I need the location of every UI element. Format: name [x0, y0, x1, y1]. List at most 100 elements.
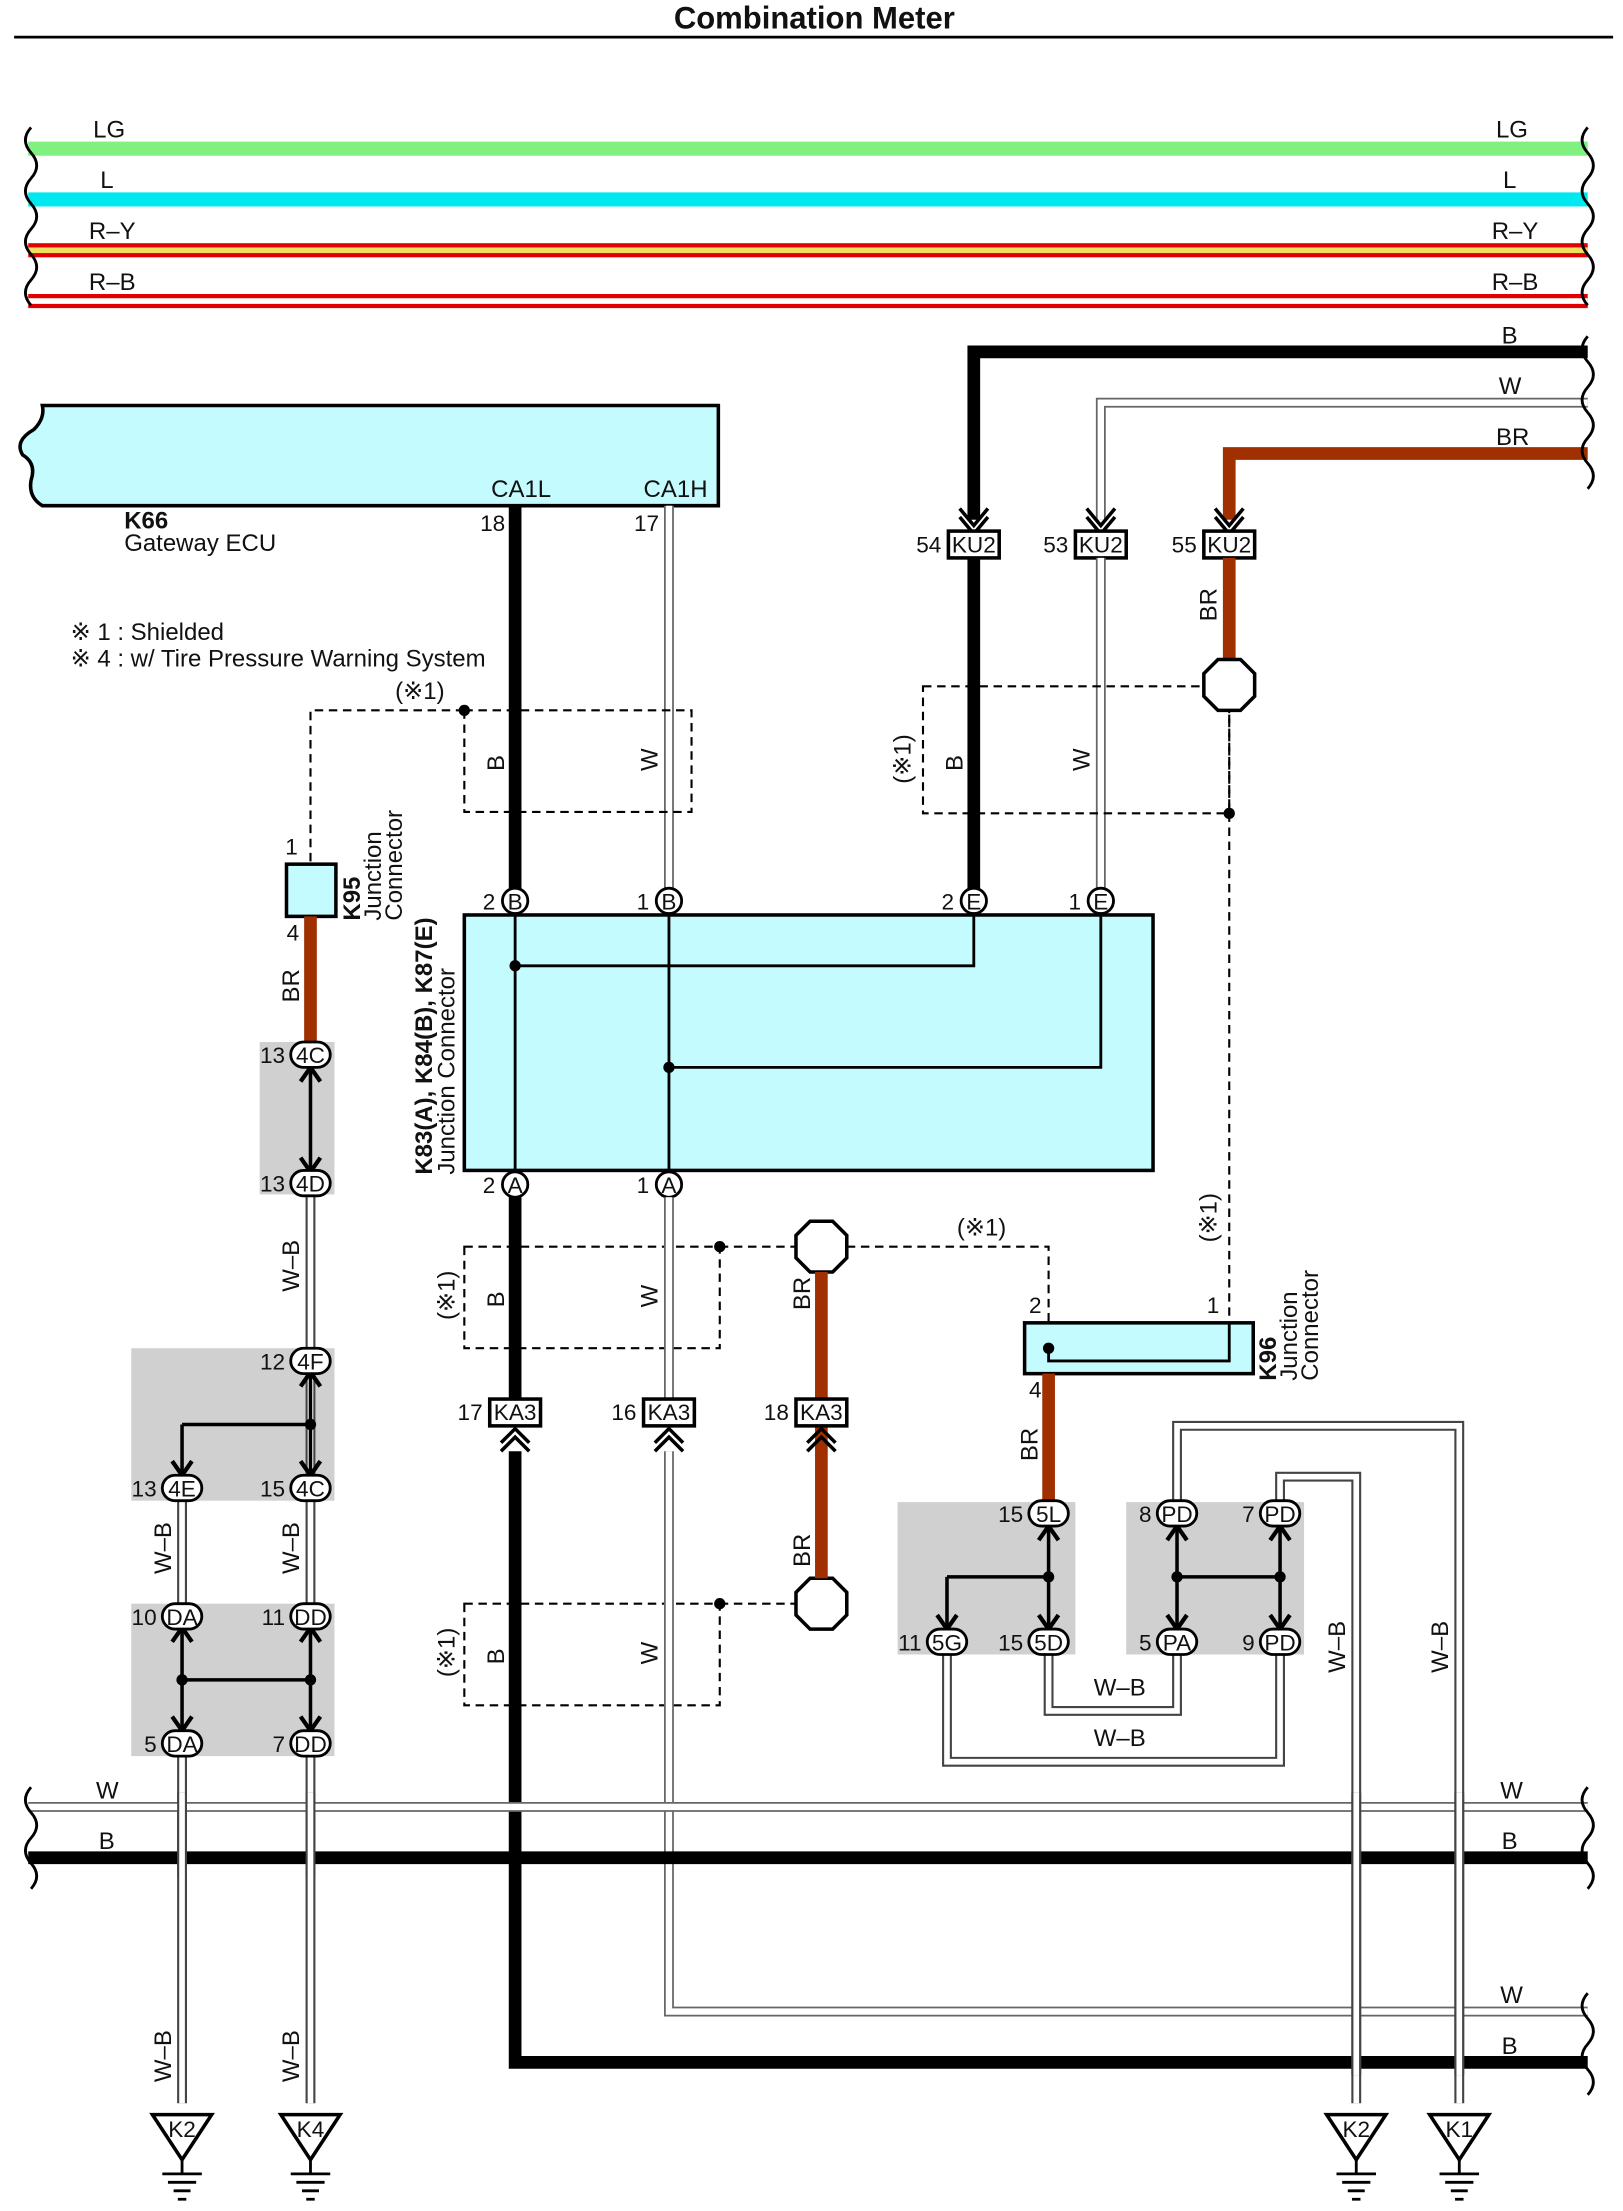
shield-box-3 — [463, 1245, 721, 1350]
wire-label-br-right: BR — [1496, 424, 1529, 451]
junction-pin-e2: E — [966, 889, 981, 914]
junction-name: Junction Connector — [433, 968, 460, 1175]
k95-name1: Junction — [360, 831, 387, 920]
k95-pin1: 1 — [285, 834, 298, 859]
shield4-label-w: W — [637, 1641, 664, 1664]
svg-text:15: 15 — [998, 1630, 1023, 1655]
splice-da-5: DA — [166, 1732, 198, 1757]
left-splices: 4C 13 4D 13 4F 12 4E 13 4C 15 DA 10 DD 1… — [131, 1040, 335, 2104]
wire-wb-to-k2-right — [1277, 1473, 1360, 2104]
k96-code: K96 — [1255, 1337, 1282, 1381]
ground-k2-left-label: K2 — [168, 2117, 196, 2142]
shield2-label-b: B — [942, 755, 969, 771]
k96-name1: Junction — [1276, 1291, 1303, 1380]
wire-label-br-k96: BR — [1016, 1428, 1043, 1461]
page-title: Combination Meter — [674, 1, 955, 36]
ground-k2-right-label: K2 — [1342, 2117, 1370, 2142]
wire-label-w-right: W — [1499, 373, 1522, 400]
wire-label-w-lower-right: W — [1500, 1982, 1523, 2009]
wire-label-wb-loop-2: W–B — [1094, 1725, 1146, 1752]
svg-text:15: 15 — [998, 1502, 1023, 1527]
ku2-53-box — [1073, 529, 1128, 560]
note-1: ※ 1 : Shielded — [71, 619, 224, 646]
wire-label-wb-left-1: W–B — [278, 1240, 305, 1292]
ka3-16-label: KA3 — [648, 1400, 691, 1425]
shield-box-1 — [463, 709, 693, 814]
note-2: ※ 4 : w/ Tire Pressure Warning System — [71, 646, 486, 673]
shield2-label-w: W — [1069, 748, 1096, 771]
ka3-connectors: KA3 KA3 KA3 17 16 18 — [458, 1397, 849, 1453]
svg-text:1: 1 — [637, 889, 650, 914]
svg-text:11: 11 — [262, 1605, 285, 1630]
svg-text:9: 9 — [1242, 1630, 1255, 1655]
wire-label-br-ku2: BR — [1196, 588, 1223, 621]
wire-label-b-right: B — [1502, 322, 1518, 349]
splice-dd-7: DD — [294, 1732, 327, 1757]
shield-box-4 — [463, 1602, 721, 1707]
ground-k4-label: K4 — [297, 2117, 325, 2142]
gateway-ecu-body — [18, 403, 721, 508]
break-mark-right-inputs — [1580, 335, 1595, 490]
svg-text:15: 15 — [260, 1476, 285, 1501]
wire-label-wb-right-2: W–B — [1427, 1621, 1454, 1673]
wire-label-ry-left: R–Y — [89, 218, 136, 245]
k96-box — [1022, 1321, 1256, 1376]
ku2-53-pin: 53 — [1043, 532, 1068, 557]
splice-da-10: DA — [166, 1605, 198, 1630]
splice-4e-13: 4E — [168, 1476, 196, 1501]
shield-drain-1 — [309, 709, 465, 862]
wire-label-br-ka3-bottom: BR — [789, 1534, 816, 1567]
ka3-17-label: KA3 — [494, 1400, 537, 1425]
gateway-ecu: CA1L CA1H 18 17 K66 Gateway ECU — [18, 403, 721, 557]
splice-4c-13: 4C — [296, 1043, 325, 1068]
wire-label-wb-left-2: W–B — [150, 1522, 177, 1574]
k96-pin4: 4 — [1029, 1378, 1042, 1403]
top-bus: LG LG L L R–Y R–Y R–B R–B — [24, 116, 1595, 309]
ecu-pin-18: 18 — [480, 511, 505, 536]
splice-pd-7: PD — [1264, 1502, 1295, 1527]
right-splices: W–B W–B W–B W–B 5L 15 5G 11 5D 15 PD 8 P… — [897, 1420, 1465, 2104]
svg-text:11: 11 — [898, 1630, 921, 1655]
splice-5l-15: 5L — [1036, 1502, 1061, 1527]
ground-k2-left-icon — [149, 2112, 215, 2163]
shield3-tag: (※1) — [433, 1271, 460, 1320]
junction-pin-b2: B — [508, 889, 523, 914]
wire-label-wb-loop-1: W–B — [1094, 1674, 1146, 1701]
ecu-pin-17: 17 — [634, 511, 659, 536]
shield1-tag: (※1) — [395, 678, 444, 705]
k95-code: K95 — [339, 877, 366, 921]
k96-pin2: 2 — [1029, 1293, 1042, 1318]
wire-label-rb-right: R–B — [1492, 269, 1539, 296]
ku2-55-pin: 55 — [1172, 532, 1197, 557]
shield4-label-b: B — [483, 1648, 510, 1664]
splice-4c-15: 4C — [296, 1476, 325, 1501]
wire-label-l-left: L — [100, 167, 113, 194]
svg-text:13: 13 — [132, 1476, 157, 1501]
ecu-name: Gateway ECU — [124, 530, 276, 557]
ecu-code: K66 — [124, 507, 168, 534]
wire-label-br-k95: BR — [278, 969, 305, 1002]
svg-text:12: 12 — [260, 1349, 285, 1374]
junction-code: K83(A), K84(B), K87(E) — [411, 917, 438, 1174]
svg-text:2: 2 — [483, 889, 496, 914]
wire-label-wb-left-4: W–B — [150, 2030, 177, 2082]
svg-text:2: 2 — [941, 889, 954, 914]
wire-label-l-right: L — [1503, 167, 1516, 194]
ground-k2-right-icon — [1323, 2112, 1390, 2163]
wire-label-lg-left: LG — [93, 116, 125, 143]
ground-k1-label: K1 — [1445, 2117, 1473, 2142]
wire-lg — [28, 141, 1588, 156]
ku2-55-label: KU2 — [1207, 532, 1251, 557]
shield1-label-b: B — [483, 755, 510, 771]
shield2-tag: (※1) — [889, 734, 916, 783]
ka3-17-pin: 17 — [458, 1400, 483, 1425]
ka3-16-pin: 16 — [611, 1400, 636, 1425]
k95-pin4: 4 — [287, 920, 300, 945]
wire-l — [28, 192, 1588, 207]
shield-ground-octagon-3 — [794, 1576, 849, 1631]
svg-text:5: 5 — [144, 1732, 157, 1757]
break-mark-right — [1580, 126, 1595, 307]
svg-text:1: 1 — [1068, 889, 1081, 914]
k96-connector: 2 1 4 K96 Junction Connector — [1022, 1270, 1324, 1403]
